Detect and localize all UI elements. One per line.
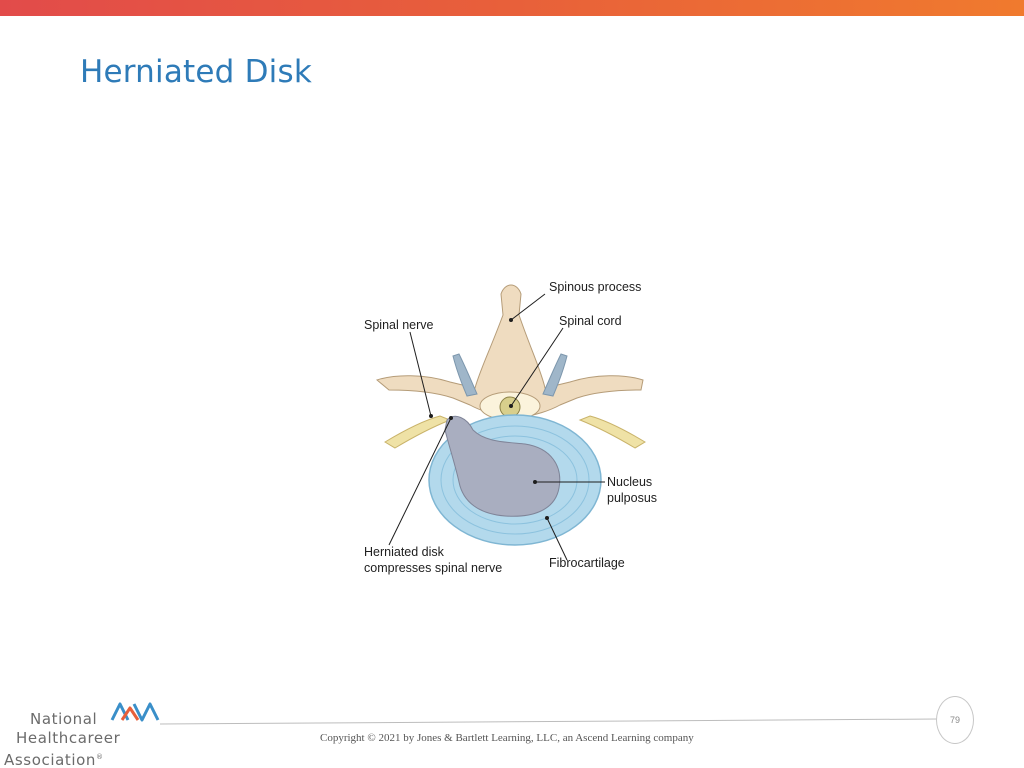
left-facet-shape [452, 353, 478, 397]
label-herniated-line1: Herniated disk [364, 545, 444, 559]
label-pulposus: pulposus [607, 491, 658, 505]
pointer-herniated [388, 417, 452, 546]
vertebra-illustration [375, 284, 646, 561]
label-spinal-cord: Spinal cord [559, 314, 622, 328]
left-spinal-nerve-shape [384, 415, 452, 449]
copyright-text: Copyright © 2021 by Jones & Bartlett Lea… [320, 732, 694, 744]
pointer-spinal-nerve [409, 331, 432, 417]
top-accent-bar [0, 0, 1024, 16]
right-spinal-nerve-shape [578, 415, 646, 449]
disk-ring-2 [452, 435, 578, 525]
logo-line-healthcareer: Healthcareer [16, 729, 121, 747]
pointer-spinal-cord [510, 327, 564, 407]
page-number-badge: 79 [936, 696, 974, 744]
nucleus-pulposus-shape [444, 415, 561, 517]
logo-line-association: Association® [4, 751, 104, 768]
label-spinous-process: Spinous process [549, 280, 642, 294]
logo-registered-mark: ® [96, 753, 104, 761]
disk-ring-1 [440, 425, 590, 535]
herniated-disk-diagram: Spinous process Spinal nerve Spinal cord… [355, 270, 675, 590]
nha-logo-mark-icon [110, 702, 160, 722]
slide-title: Herniated Disk [80, 54, 312, 90]
label-herniated-line2: compresses spinal nerve [364, 561, 503, 575]
right-facet-shape [542, 353, 568, 397]
pointer-fibrocartilage [546, 517, 568, 561]
label-nucleus: Nucleus [607, 475, 653, 489]
logo-line-national: National [30, 710, 98, 728]
pointer-spinous-process [510, 293, 546, 321]
footer-divider [160, 718, 938, 725]
page-number: 79 [949, 715, 960, 725]
label-spinal-nerve: Spinal nerve [364, 318, 434, 332]
label-fibrocartilage: Fibrocartilage [549, 556, 625, 570]
